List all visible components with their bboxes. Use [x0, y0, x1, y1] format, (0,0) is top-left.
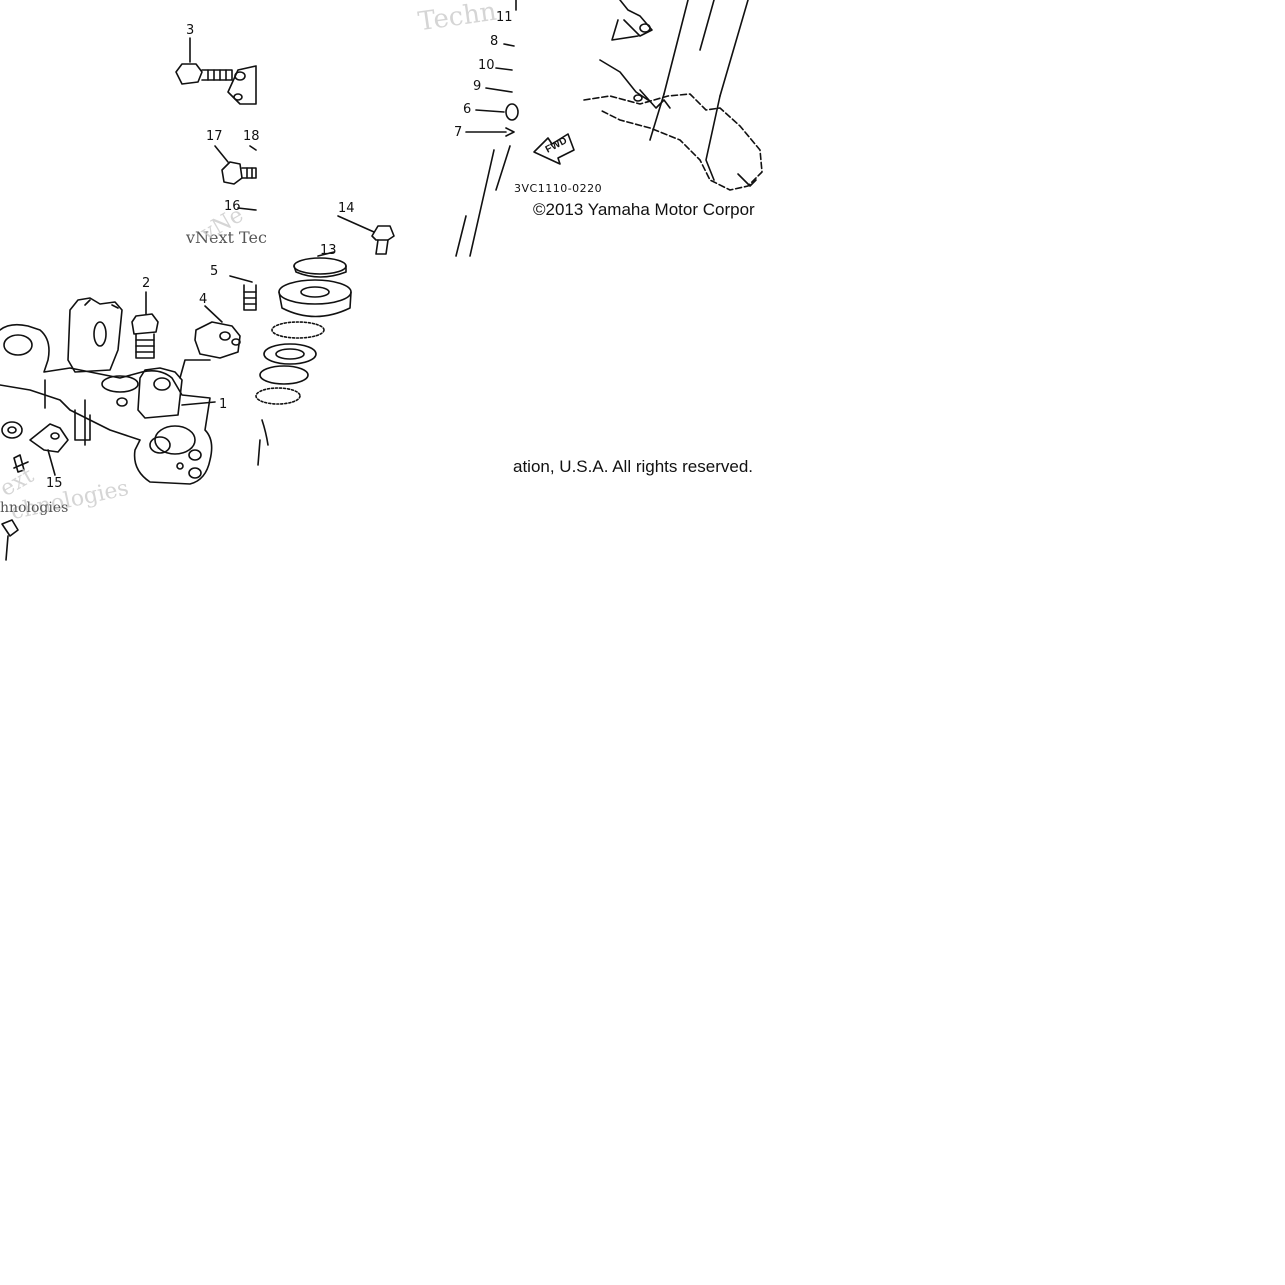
- upper-bracket-part: [0, 297, 216, 485]
- bracket-part-15: [1, 421, 69, 476]
- watermark-6: hnologies: [0, 500, 69, 516]
- callout-8: 8: [490, 34, 499, 49]
- bolt-lower-left: [1, 519, 19, 561]
- callout-6: 6: [463, 102, 472, 117]
- watermark-2: vNext Tec: [186, 228, 267, 247]
- callout-14: 14: [338, 201, 355, 216]
- callout-7: 7: [454, 125, 463, 140]
- callout-18: 18: [243, 129, 260, 144]
- frame-head-pipe: [583, 0, 763, 191]
- bolt-part-17: [214, 145, 257, 185]
- callout-17: 17: [206, 129, 223, 144]
- fork-tubes: [455, 0, 517, 257]
- leader-16: [237, 207, 257, 211]
- right-leaders: [465, 43, 519, 137]
- copyright-line-2: ation, U.S.A. All rights reserved.: [513, 457, 753, 476]
- bolt-part-3: [175, 37, 257, 105]
- callout-16: 16: [224, 199, 241, 214]
- bearing-stack: [229, 215, 395, 466]
- copyright-line-1: ©2013 Yamaha Motor Corpor: [533, 200, 755, 219]
- callout-3: 3: [186, 23, 195, 38]
- drawing-code: 3VC1110-0220: [514, 182, 603, 195]
- callout-5: 5: [210, 264, 219, 279]
- bolt-part-2: [131, 291, 159, 359]
- callout-15: 15: [46, 476, 63, 491]
- callout-9: 9: [473, 79, 482, 94]
- clamp-block-part-4: [179, 305, 241, 379]
- callout-2: 2: [142, 276, 151, 291]
- callout-4: 4: [199, 292, 208, 307]
- fwd-arrow-icon: [533, 133, 575, 165]
- callout-11: 11: [496, 10, 513, 25]
- callout-1: 1: [219, 397, 228, 412]
- callout-13: 13: [320, 243, 337, 258]
- callout-10: 10: [478, 58, 495, 73]
